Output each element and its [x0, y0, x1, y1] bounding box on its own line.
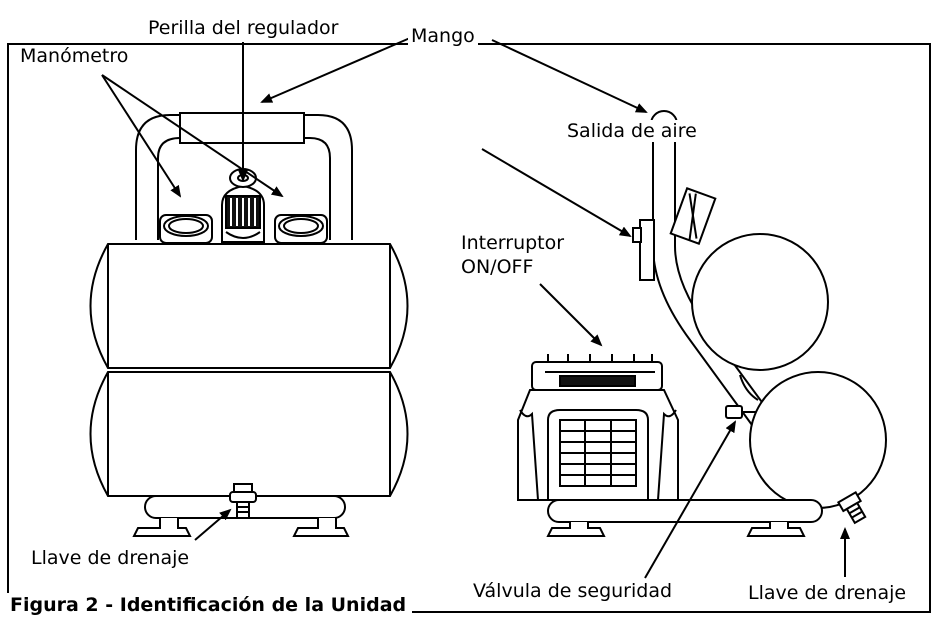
air-outlet — [639, 219, 655, 281]
label-llave-drenaje-side: Llave de drenaje — [745, 582, 910, 604]
leader-arrows — [101, 37, 850, 579]
figure-caption: Figura 2 - Identificación de la Unidad — [6, 593, 413, 616]
arrow-salida — [481, 148, 632, 238]
arrow-valvula — [644, 420, 736, 579]
label-perilla-regulador: Perilla del regulador — [145, 17, 342, 39]
side-view — [517, 110, 887, 537]
front-view — [89, 112, 409, 537]
motor-housing — [517, 354, 679, 501]
arrow-manometro-right — [101, 74, 284, 198]
arrow-manometro-left — [101, 74, 182, 198]
front-lower-tank — [89, 371, 409, 497]
label-mango: Mango — [408, 25, 478, 47]
side-regulator — [669, 187, 717, 245]
label-llave-drenaje-front: Llave de drenaje — [28, 547, 193, 569]
label-valvula-seguridad: Válvula de seguridad — [470, 580, 676, 602]
label-manometro: Manómetro — [17, 45, 132, 67]
side-upper-tank — [691, 233, 829, 371]
arrow-mango-front — [260, 37, 411, 103]
label-salida-aire: Salida de aire — [564, 120, 700, 142]
left-gauge — [159, 214, 213, 244]
right-gauge — [274, 214, 328, 244]
front-upper-tank — [89, 243, 409, 369]
side-lower-tank — [749, 371, 887, 509]
label-on-off: ON/OFF — [458, 256, 537, 278]
front-drain-valve — [229, 483, 257, 519]
side-base-rail — [547, 499, 823, 523]
arrow-interruptor — [539, 283, 603, 347]
side-drain-valve — [836, 490, 867, 525]
regulator-knob — [221, 168, 265, 243]
safety-valve — [725, 405, 756, 419]
arrow-drenaje-front — [194, 508, 232, 541]
label-interruptor: Interruptor — [458, 232, 568, 254]
arrow-mango-side — [491, 39, 648, 113]
